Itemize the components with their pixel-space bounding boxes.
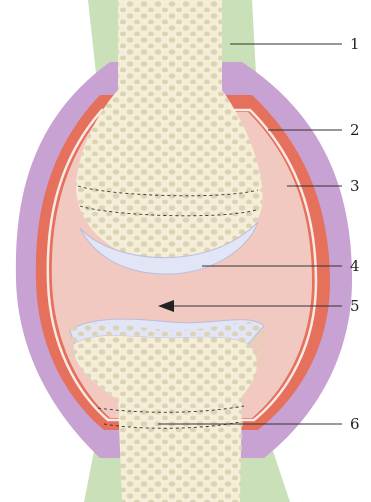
callout-number-2: 2 xyxy=(350,121,360,139)
callout-number-3: 3 xyxy=(350,177,360,195)
callout-number-5: 5 xyxy=(350,297,360,315)
callout-number-4: 4 xyxy=(350,257,360,275)
callout-number-6: 6 xyxy=(350,415,360,433)
callout-number-1: 1 xyxy=(350,35,360,53)
